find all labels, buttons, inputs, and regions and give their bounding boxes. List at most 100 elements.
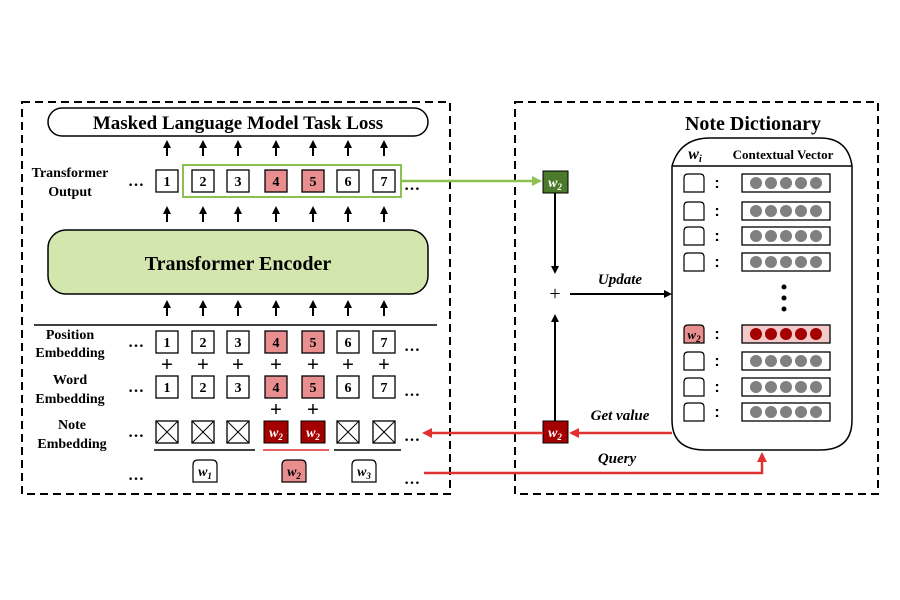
dictionary-key: [683, 324, 705, 344]
dictionary-colon: :: [714, 379, 719, 396]
position-token-cell: [264, 330, 288, 354]
plus-row-2: ++: [270, 399, 319, 421]
vector-element: [780, 381, 792, 393]
query-arrow: [424, 452, 767, 475]
label-note-embedding-1: Note: [58, 418, 86, 433]
dictionary-key: [683, 201, 705, 221]
position-token-cell-label: 5: [310, 336, 317, 351]
label-transformer-output-2: Output: [48, 185, 92, 200]
output-token-cell: [191, 169, 215, 193]
input-word-token: [192, 459, 218, 483]
plus-sign: +: [342, 354, 354, 376]
output-token-cell-label: 1: [164, 175, 171, 190]
dictionary-key: [683, 377, 705, 397]
vertical-ellipsis-dot: [781, 284, 787, 290]
word-token-cell-label: 7: [381, 381, 388, 396]
plus-sign: +: [270, 399, 282, 421]
middle-w2-green-label: w2: [548, 176, 562, 192]
ellipsis: …: [128, 467, 144, 484]
vector-element: [795, 256, 807, 268]
vector-element: [765, 230, 777, 242]
plus-sign: +: [197, 354, 209, 376]
cross-line: [191, 420, 215, 444]
output-token-cell: [264, 169, 288, 193]
output-token-cell-label: 4: [273, 175, 280, 190]
loss-arrows: [163, 140, 388, 156]
word-token-cell: [155, 375, 179, 399]
vector-element: [810, 328, 822, 340]
vector-element: [780, 177, 792, 189]
dictionary-colon: :: [714, 404, 719, 421]
vector-element: [765, 205, 777, 217]
transformer-encoder-label: Transformer Encoder: [145, 253, 332, 275]
ellipsis: …: [128, 424, 144, 441]
vector-element: [780, 230, 792, 242]
position-token-cell: [191, 330, 215, 354]
vector-element: [765, 328, 777, 340]
vector-element: [780, 256, 792, 268]
word-token-cell: [336, 375, 360, 399]
vector-element: [765, 256, 777, 268]
position-token-cell-label: 6: [345, 336, 352, 351]
dictionary-colon: :: [714, 254, 719, 271]
column-header-vector: Contextual Vector: [733, 147, 834, 162]
middle-w2-red-label: w2: [548, 426, 562, 442]
dictionary-key: [683, 351, 705, 371]
vector-element: [765, 355, 777, 367]
input-word-label: w1: [198, 465, 212, 481]
word-token-cell-label: 5: [310, 381, 317, 396]
output-selection-box: [182, 164, 402, 198]
query-label: Query: [598, 451, 637, 467]
vector-element: [810, 406, 822, 418]
note-dictionary-title: Note Dictionary: [685, 113, 821, 135]
position-token-cell: [155, 330, 179, 354]
loss-label: Masked Language Model Task Loss: [93, 113, 383, 134]
position-token-cell-label: 3: [235, 336, 242, 351]
vector-element: [750, 355, 762, 367]
vertical-ellipsis-dot: [781, 295, 787, 301]
note-w2-label: w2: [306, 426, 320, 442]
output-token-cell-label: 7: [381, 175, 388, 190]
get-value-label: Get value: [591, 408, 650, 424]
input-word-token: [351, 459, 377, 483]
ellipsis: …: [128, 379, 144, 396]
cross-line: [226, 420, 250, 444]
word-token-cell-label: 1: [164, 381, 171, 396]
vector-element: [750, 230, 762, 242]
output-token-cell-label: 2: [200, 175, 207, 190]
word-token-cell-label: 6: [345, 381, 352, 396]
position-token-cell: [301, 330, 325, 354]
vector-element: [750, 328, 762, 340]
vector-element: [765, 406, 777, 418]
dictionary-colon: :: [714, 353, 719, 370]
vector-element: [750, 177, 762, 189]
output-token-cell-label: 5: [310, 175, 317, 190]
transformer-encoder-box: [47, 229, 429, 295]
ellipsis: …: [404, 383, 420, 400]
encoder-output-arrows: [163, 206, 388, 222]
output-token-cell: [155, 169, 179, 193]
plus-sign: +: [161, 354, 173, 376]
vector-element: [810, 230, 822, 242]
vector-element: [795, 381, 807, 393]
left-panel-border: [21, 101, 451, 495]
position-token-cell-label: 7: [381, 336, 388, 351]
vector-element: [810, 355, 822, 367]
loss-box: [47, 107, 429, 137]
vector-element: [810, 256, 822, 268]
position-token-cell: [226, 330, 250, 354]
vector-element: [765, 381, 777, 393]
word-token-cell: [226, 375, 250, 399]
column-header-key: wi: [688, 146, 702, 165]
vector-element: [795, 355, 807, 367]
vector-element: [795, 328, 807, 340]
cross-line: [372, 420, 396, 444]
ellipsis: …: [128, 173, 144, 190]
dictionary-colon: :: [714, 203, 719, 220]
word-token-cell-label: 4: [273, 381, 280, 396]
plus-sign: +: [232, 354, 244, 376]
label-word-embedding-2: Embedding: [35, 392, 104, 407]
